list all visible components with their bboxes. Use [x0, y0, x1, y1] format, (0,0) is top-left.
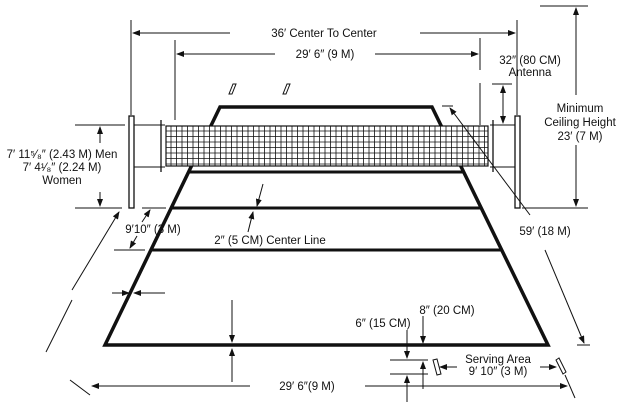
center-to-center-label: 36′ Center To Center	[271, 28, 377, 40]
ceiling-height-value: 23′ (7 M)	[558, 131, 603, 143]
serving-mark-icon	[432, 358, 442, 376]
serving-area-label: Serving Area	[465, 354, 531, 366]
ceiling-label-1: Minimum	[557, 103, 604, 115]
attack-zone-label: 9′10″ (3 M)	[125, 224, 181, 236]
serving-mark-icon	[555, 357, 567, 375]
court-width-bottom-label: 29′ 6″(9 M)	[279, 381, 335, 393]
antenna-icon	[228, 83, 237, 95]
antenna-label: Antenna	[509, 67, 552, 79]
court-width-top-label: 29′ 6″ (9 M)	[296, 49, 355, 61]
antenna-height-label: 32″ (80 CM)	[499, 55, 561, 67]
antenna-icon	[282, 83, 291, 95]
ceiling-label-2: Ceiling Height	[544, 117, 616, 129]
center-line-label: 2″ (5 CM) Center Line	[214, 235, 325, 247]
net-height-men: 7′ 11⁵⁄₈″ (2.43 M) Men	[7, 149, 118, 161]
right-post	[514, 115, 521, 209]
court-length-label: 59′ (18 M)	[519, 226, 571, 238]
line-8in-label: 8″ (20 CM)	[419, 305, 474, 317]
serving-area-value: 9′ 10″ (3 M)	[469, 366, 528, 378]
net	[165, 125, 489, 167]
net-height-women-value: 7′ 4¹⁄₈″ (2.24 M)	[23, 162, 102, 174]
left-post	[128, 115, 135, 209]
line-6in-label: 6″ (15 CM)	[355, 318, 410, 330]
court-outline	[102, 105, 551, 347]
net-height-women: Women	[42, 175, 81, 187]
